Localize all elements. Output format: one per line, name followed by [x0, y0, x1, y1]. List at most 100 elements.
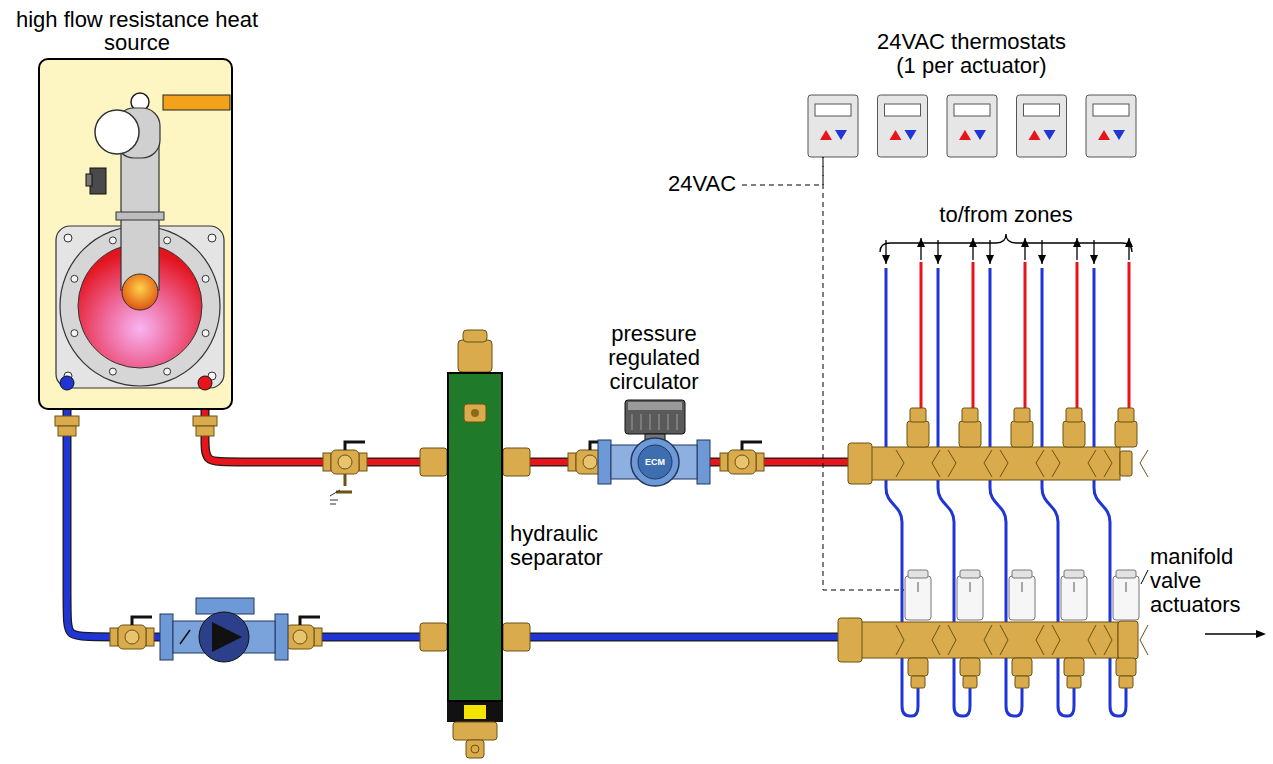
- manifolds: [838, 408, 1148, 688]
- separator-band: [447, 702, 503, 722]
- circulator-volute: [631, 438, 679, 486]
- actuator-cap: [1064, 570, 1084, 578]
- union-fitting: [55, 416, 79, 426]
- igniter: [86, 174, 92, 186]
- valve-nut: [568, 453, 576, 471]
- valve-nut: [110, 628, 118, 646]
- actuator-mark: [918, 582, 919, 592]
- part-label: pressure regulated circulator: [599, 322, 709, 394]
- pipe: [67, 410, 447, 637]
- manifold-segment: [948, 450, 992, 477]
- return-fitting: [911, 676, 925, 688]
- valve-ball: [338, 455, 352, 469]
- actuator-mark: [970, 582, 971, 592]
- up-button: [1029, 130, 1041, 140]
- manifold-segment: [948, 625, 992, 655]
- ball-valve: [286, 625, 314, 649]
- part-label: high flow resistance heat source: [7, 8, 267, 54]
- manifold-segment: [1000, 450, 1044, 477]
- bracket-label: to/from zones: [931, 203, 1081, 227]
- dirt-trap: [453, 722, 497, 740]
- pipe-outline: [67, 410, 447, 637]
- circulator-node: pressure regulated circulatorECM: [598, 434, 710, 492]
- ecm-fin: [649, 414, 651, 430]
- bolt: [208, 234, 216, 242]
- thermostat-display: [1093, 104, 1129, 116]
- actuator-cap: [1012, 570, 1032, 578]
- thermostats: [808, 95, 1136, 157]
- separator-body: [447, 372, 503, 702]
- valve-nut: [146, 628, 154, 646]
- return-fitting: [1119, 676, 1133, 688]
- part-label: hydraulic separator: [510, 522, 610, 570]
- pump-flange: [160, 614, 173, 660]
- bolt: [109, 368, 116, 375]
- outlet-fitting: [1066, 408, 1082, 422]
- valve-handle: [300, 617, 320, 625]
- thermostat: [1086, 95, 1136, 157]
- bolt: [71, 275, 78, 282]
- ecm-head: [625, 400, 685, 434]
- actuator-mark: [1074, 582, 1075, 592]
- actuator-cap: [908, 570, 928, 578]
- drain-spigot: [336, 474, 352, 492]
- pump-direction: [212, 622, 242, 652]
- return-manifold: [860, 622, 1118, 658]
- outlet-fitting: [1118, 408, 1134, 422]
- air-vent-cap: [463, 330, 487, 342]
- thermostat-wire: [823, 157, 904, 590]
- signal-label: 24VAC: [668, 172, 736, 196]
- return-fitting: [1015, 676, 1029, 688]
- valve-actuator: [1061, 576, 1087, 620]
- actuator-mark: [1126, 582, 1127, 592]
- outlet-fitting: [1014, 408, 1030, 422]
- ball-valve: [118, 625, 146, 649]
- zone-supply-tube: [972, 262, 975, 408]
- pump-motor: [199, 612, 249, 662]
- down-button: [1113, 130, 1125, 140]
- separator-nut: [420, 448, 447, 476]
- valve-handle: [345, 442, 365, 450]
- zone-supply-tube: [1024, 262, 1027, 408]
- valve-ball: [125, 630, 139, 644]
- separator-node: hydraulic separator: [447, 372, 503, 702]
- ecm-fin: [667, 414, 669, 430]
- supply-manifold: [870, 447, 1120, 480]
- return-pipe: [503, 634, 840, 641]
- outlet-fitting: [959, 421, 981, 447]
- leader-line: [1141, 570, 1148, 584]
- down-button: [835, 130, 847, 140]
- thermostat: [947, 95, 997, 157]
- outlet-fitting: [907, 421, 929, 447]
- flow-arrow-head: [986, 255, 994, 264]
- ball-valve: [331, 450, 359, 474]
- thermostat: [1017, 95, 1067, 157]
- drain-valve: [466, 740, 484, 758]
- boiler-node: high flow resistance heat source: [38, 58, 233, 410]
- pointer-arrow: [1205, 633, 1258, 634]
- zones-bracket: [880, 234, 1132, 252]
- up-button: [890, 130, 902, 140]
- manifold-segment: [1052, 450, 1096, 477]
- boiler-cabinet: [38, 58, 233, 410]
- manifold-end-cap: [1118, 621, 1138, 659]
- ball-valve: [728, 450, 756, 474]
- display-panel: [163, 95, 230, 110]
- flue-end: [122, 274, 158, 310]
- return-port: [60, 376, 74, 390]
- manifold-segment: [1000, 625, 1044, 655]
- down-button: [974, 130, 986, 140]
- valve-nut: [756, 453, 764, 471]
- bolt: [164, 237, 171, 244]
- actuator-cap: [960, 570, 980, 578]
- up-button: [959, 130, 971, 140]
- ecm-circulator: [598, 400, 710, 486]
- pump-flange: [275, 614, 288, 660]
- bolt: [164, 368, 171, 375]
- up-button: [1098, 130, 1110, 140]
- drain-valve: [471, 745, 479, 753]
- badge-text: ECM: [640, 456, 670, 468]
- return-fitting: [963, 676, 977, 688]
- valve-nut: [323, 453, 331, 471]
- flow-arrow-head: [1090, 255, 1098, 264]
